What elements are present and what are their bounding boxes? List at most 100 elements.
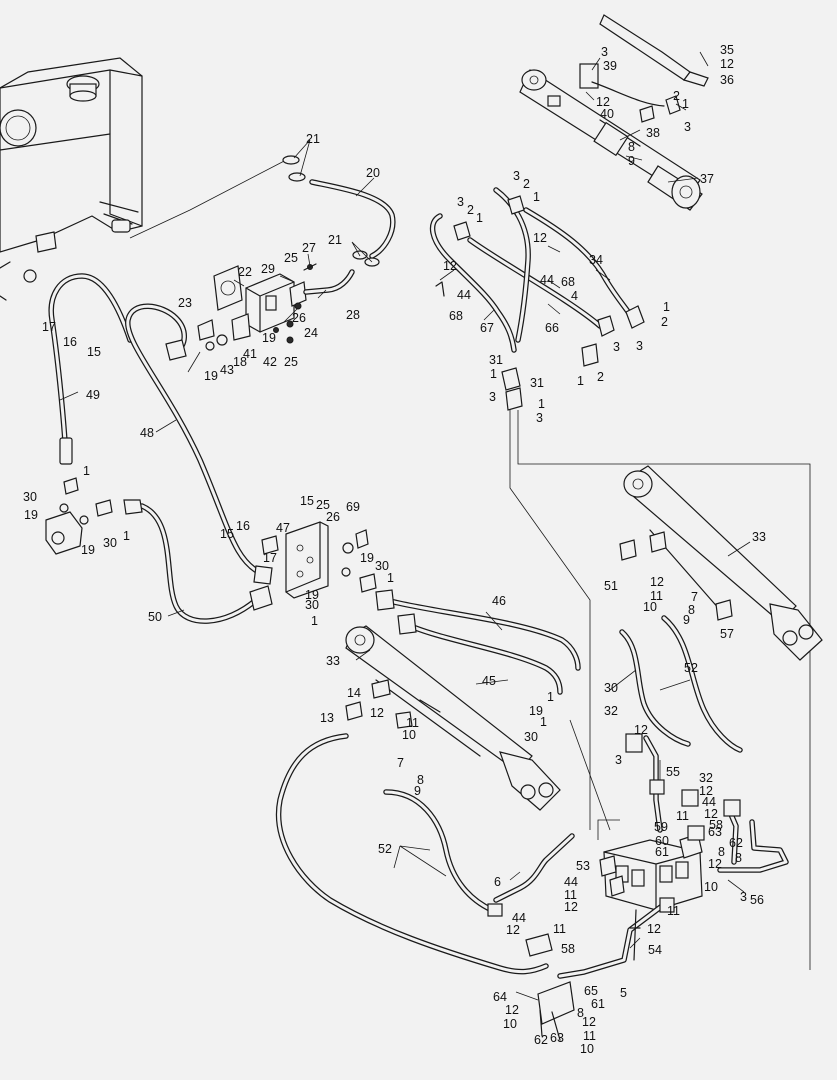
callout-label: 30 xyxy=(375,559,389,573)
callout-label: 57 xyxy=(720,627,734,641)
callout-label: 12 xyxy=(505,1003,519,1017)
callout-label: 49 xyxy=(86,388,100,402)
callout-label: 67 xyxy=(480,321,494,335)
callout-label: 2 xyxy=(661,315,668,329)
hydraulic-tank xyxy=(0,57,291,301)
callout-label: 61 xyxy=(591,997,605,1011)
callout-label: 12 xyxy=(443,259,457,273)
callout-label: 8 xyxy=(735,851,742,865)
callout-label: 42 xyxy=(263,355,277,369)
callout-label: 12 xyxy=(533,231,547,245)
hose-49 xyxy=(48,273,133,465)
callout-label: 8 xyxy=(628,140,635,154)
callout-label: 15 xyxy=(87,345,101,359)
callout-label: 64 xyxy=(493,990,507,1004)
callout-label: 2 xyxy=(467,203,474,217)
callout-label: 3 xyxy=(613,340,620,354)
callout-label: 58 xyxy=(561,942,575,956)
callout-label: 44 xyxy=(564,875,578,889)
callout-label: 9 xyxy=(683,613,690,627)
callout-label: 52 xyxy=(684,661,698,675)
callout-label: 54 xyxy=(648,943,662,957)
callout-label: 23 xyxy=(178,296,192,310)
callout-label: 52 xyxy=(378,842,392,856)
callout-label: 62 xyxy=(729,836,743,850)
callout-label: 15 xyxy=(300,494,314,508)
callout-label: 3 xyxy=(615,753,622,767)
callout-label: 14 xyxy=(347,686,361,700)
callout-label: 39 xyxy=(603,59,617,73)
callout-label: 19 xyxy=(262,331,276,345)
callout-label: 11 xyxy=(583,1029,596,1043)
callout-label: 31 xyxy=(530,376,544,390)
callout-label: 6 xyxy=(494,875,501,889)
callout-label: 15 xyxy=(220,527,234,541)
callout-label: 60 xyxy=(655,834,669,848)
leader-lines xyxy=(59,51,751,1001)
callout-label: 56 xyxy=(750,893,764,907)
callout-label: 51 xyxy=(604,579,618,593)
callout-label: 19 xyxy=(81,543,95,557)
callout-label: 1 xyxy=(682,97,689,111)
callout-label: 25 xyxy=(284,355,298,369)
callout-label: 40 xyxy=(600,107,614,121)
callout-label: 3 xyxy=(601,45,608,59)
callout-label: 5 xyxy=(620,986,627,1000)
callout-label: 1 xyxy=(123,529,130,543)
callout-label: 24 xyxy=(304,326,318,340)
callout-label: 11 xyxy=(564,888,577,902)
callout-label: 2 xyxy=(597,370,604,384)
callout-label: 11 xyxy=(667,904,680,918)
callout-label: 10 xyxy=(503,1017,517,1031)
callout-label: 37 xyxy=(700,172,714,186)
callout-label: 12 xyxy=(370,706,384,720)
callout-label: 1 xyxy=(577,374,584,388)
callout-label: 12 xyxy=(650,575,664,589)
callout-label: 38 xyxy=(646,126,660,140)
callout-label: 1 xyxy=(540,715,547,729)
callout-label: 3 xyxy=(536,411,543,425)
callout-label: 27 xyxy=(302,241,316,255)
callout-label: 1 xyxy=(547,690,554,704)
callout-label: 59 xyxy=(654,820,668,834)
callout-label: 62 xyxy=(534,1033,548,1047)
callout-label: 41 xyxy=(243,347,257,361)
lift-cylinder-left xyxy=(345,625,561,811)
callout-label: 1 xyxy=(387,571,394,585)
valve-left xyxy=(45,477,113,555)
callout-label: 12 xyxy=(708,857,722,871)
callout-label: 9 xyxy=(628,154,635,168)
callout-label: 29 xyxy=(261,262,275,276)
callout-label: 3 xyxy=(489,390,496,404)
junction-block-47 xyxy=(261,521,377,599)
callout-label: 30 xyxy=(305,598,319,612)
callout-label: 3 xyxy=(684,120,691,134)
callout-label: 33 xyxy=(326,654,340,668)
callout-label: 1 xyxy=(83,464,90,478)
pump-assembly xyxy=(197,263,355,351)
callout-label: 17 xyxy=(42,320,56,334)
callout-label: 47 xyxy=(276,521,290,535)
callout-label: 55 xyxy=(666,765,680,779)
callout-label: 63 xyxy=(550,1031,564,1045)
callout-label: 30 xyxy=(23,490,37,504)
hoses-45-46 xyxy=(375,589,581,695)
callout-label: 8 xyxy=(577,1006,584,1020)
callout-label: 19 xyxy=(204,369,218,383)
callout-label: 21 xyxy=(328,233,342,247)
callout-label: 44 xyxy=(540,273,554,287)
callout-label: 19 xyxy=(305,588,319,602)
callout-label: 10 xyxy=(580,1042,594,1056)
callout-label: 31 xyxy=(489,353,503,367)
callout-label: 43 xyxy=(220,363,234,377)
callout-label: 20 xyxy=(366,166,380,180)
callout-label: 46 xyxy=(492,594,506,608)
callout-label: 45 xyxy=(482,674,496,688)
valve-lines xyxy=(493,719,789,1041)
callout-label: 1 xyxy=(663,300,670,314)
hoses-52 xyxy=(275,615,743,975)
callout-label: 9 xyxy=(414,784,421,798)
callout-label: 1 xyxy=(476,211,483,225)
callout-label: 61 xyxy=(655,845,669,859)
